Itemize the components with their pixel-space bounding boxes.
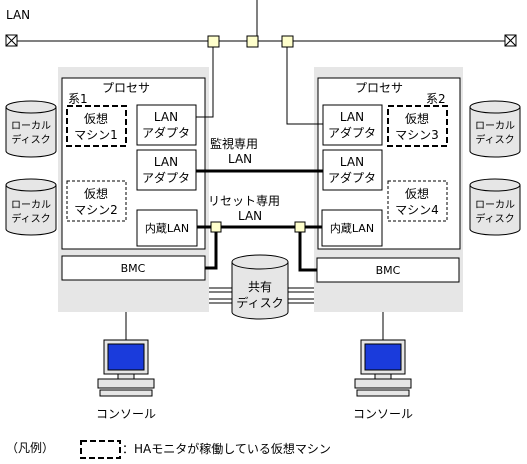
- vm2-label-line2: マシン2: [74, 203, 118, 217]
- system1-adapter-upper-line1: LAN: [154, 110, 178, 124]
- system1-local-disk-top: [5, 100, 57, 158]
- system2-lan-adapter-lower: [322, 149, 383, 191]
- system2-adapter-upper-line2: アダプタ: [328, 125, 376, 140]
- system1-adapter-lower-line2: アダプタ: [142, 170, 190, 185]
- reset-lan-port-2: [294, 221, 306, 233]
- legend-dashed-box-sample: [80, 440, 121, 459]
- vm3-label-line2: マシン3: [395, 128, 439, 142]
- reset-lan-to-system2-bmc: [298, 227, 317, 272]
- lan-port-1: [207, 35, 220, 48]
- system1-local-disk-bottom: [5, 178, 57, 236]
- vm3-label-line1: 仮想: [405, 111, 429, 126]
- system2-lan-adapter-upper: [322, 104, 383, 146]
- lan-terminator-left: [5, 34, 18, 47]
- monitor-lan-label-line2: LAN: [228, 152, 252, 166]
- system1-label: 系1: [68, 92, 88, 106]
- lan-port-2: [246, 35, 259, 48]
- lan-label: LAN: [6, 8, 30, 22]
- system1-builtin-lan-label: 内蔵LAN: [145, 221, 189, 235]
- shared-disk: [231, 254, 289, 320]
- lan-port-3: [281, 35, 294, 48]
- lan-to-system2-adapter: [286, 47, 323, 125]
- system1-local-disk-bottom-line1: ローカル: [11, 199, 51, 211]
- system2-local-disk-top: [469, 100, 521, 158]
- system2-processor-label: プロセサ: [355, 81, 403, 95]
- system2-bmc: [316, 257, 460, 283]
- system1-adapter-lower-line1: LAN: [154, 155, 178, 169]
- system2-local-disk-top-line1: ローカル: [475, 120, 515, 132]
- system1-bmc-label: BMC: [121, 262, 146, 275]
- system1-lan-adapter-upper: [136, 104, 197, 146]
- monitor-lan-label-line1: 監視専用: [210, 136, 258, 151]
- system1-local-disk-top-line2: ディスク: [11, 133, 50, 146]
- system2-adapter-lower-line2: アダプタ: [328, 170, 376, 185]
- system1-local-disk-bottom-line2: ディスク: [11, 212, 50, 225]
- system1-bmc: [61, 255, 206, 281]
- console2-computer-icon: [354, 339, 412, 397]
- reset-lan-label-line2: LAN: [238, 209, 262, 223]
- system1-lan-adapter-lower: [136, 149, 197, 191]
- legend-prefix: （凡例）: [6, 441, 54, 455]
- lan-terminator-right: [504, 34, 517, 47]
- vm4-label-line1: 仮想: [405, 186, 429, 201]
- vm2-label-line1: 仮想: [84, 186, 108, 201]
- console2-label: コンソール: [353, 407, 413, 421]
- system2-local-disk-bottom-line2: ディスク: [475, 212, 514, 225]
- system1-builtin-lan: [136, 209, 198, 247]
- vm3-box: [387, 105, 448, 147]
- console1-label: コンソール: [96, 407, 156, 421]
- system2-adapter-upper-line1: LAN: [340, 110, 364, 124]
- system2-label: 系2: [426, 92, 446, 106]
- system2-builtin-lan-label: 内蔵LAN: [330, 221, 374, 235]
- reset-lan-port-1: [210, 221, 222, 233]
- legend-text: ：HAモニタが稼働している仮想マシン: [122, 441, 331, 456]
- system2-local-disk-bottom: [469, 178, 521, 236]
- lan-to-system1-adapter: [196, 47, 214, 118]
- vm4-label-line2: マシン4: [395, 203, 439, 217]
- reset-lan-to-system1-bmc: [205, 227, 218, 270]
- vm1-label-line1: 仮想: [84, 111, 108, 126]
- system1-processor-label: プロセサ: [102, 81, 150, 95]
- system2-adapter-lower-line1: LAN: [340, 155, 364, 169]
- vm1-label-line2: マシン1: [74, 128, 118, 142]
- vm1-box: [66, 105, 127, 147]
- system2-bmc-label: BMC: [376, 264, 401, 277]
- system2-builtin-lan: [321, 209, 383, 247]
- system1-local-disk-top-line1: ローカル: [11, 120, 51, 132]
- vm2-box: [66, 180, 127, 222]
- reset-lan-label-line1: リセット専用: [208, 194, 280, 208]
- system2-local-disk-top-line2: ディスク: [475, 133, 514, 146]
- system2-local-disk-bottom-line1: ローカル: [475, 199, 515, 211]
- console1-computer-icon: [97, 339, 155, 397]
- shared-disk-label-line1: 共有: [248, 280, 272, 294]
- system1-adapter-upper-line2: アダプタ: [142, 125, 190, 140]
- shared-disk-label-line2: ディスク: [236, 295, 283, 310]
- vm4-box: [387, 180, 448, 222]
